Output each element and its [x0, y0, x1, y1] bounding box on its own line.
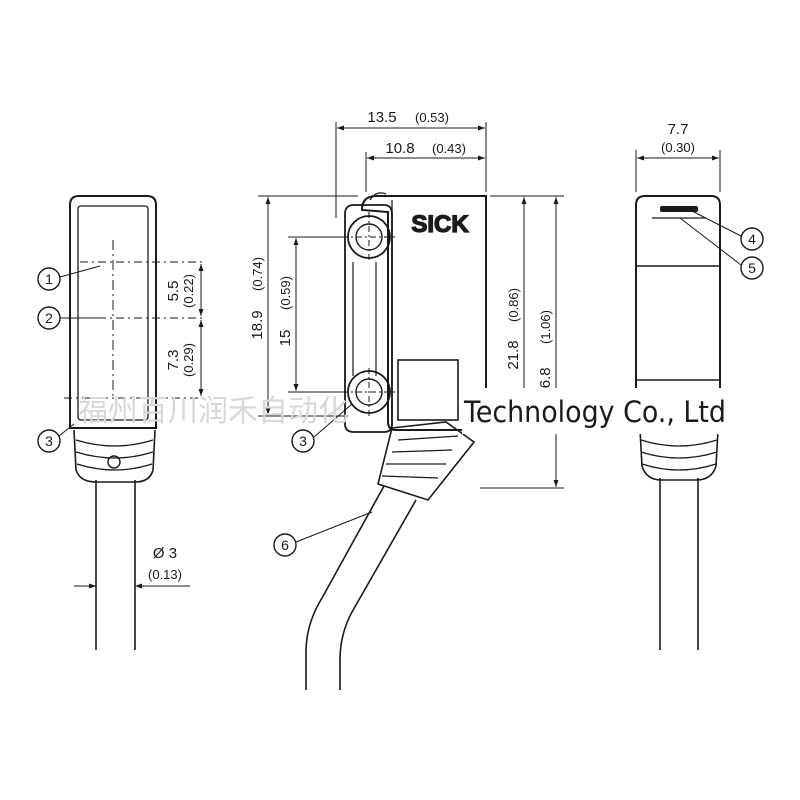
front-relief-ring [76, 463, 153, 471]
callout-3-side-label: 3 [299, 433, 307, 449]
watermark-cn: 福州百川润禾自动化 [78, 394, 348, 429]
front-relief-ring [75, 439, 154, 447]
callout-2-label: 2 [45, 310, 53, 326]
dim-13-5-inch: (0.53) [415, 110, 449, 125]
dim-cable-value: Ø 3 [153, 545, 177, 562]
end-relief-ring [640, 451, 718, 459]
side-view: SICK 13.5 (0.53) 10.8 (0.43) 18.9 (0.74)… [249, 109, 564, 690]
callout-4 [740, 227, 764, 251]
side-strain-relief [377, 421, 476, 501]
end-housing [635, 195, 721, 429]
side-mounting-flange [344, 204, 393, 433]
front-view: 5.5 (0.22) 7.3 (0.29) Ø 3 (0.13) 1 2 3 [37, 195, 205, 650]
front-housing [69, 195, 157, 429]
callout-6-leader [295, 511, 373, 543]
dim-10-8-value: 10.8 [385, 140, 414, 157]
end-view: 7.7 (0.30) 4 5 [635, 121, 764, 650]
watermark-en: Technology Co., Ltd [463, 395, 726, 429]
dim-18-9-inch: (0.74) [250, 257, 265, 291]
end-strain-relief [639, 429, 719, 481]
end-relief-ring [641, 463, 717, 471]
dim-21-8-value: 21.8 [505, 340, 522, 369]
callout-3-side [291, 429, 315, 453]
callout-5 [740, 256, 764, 280]
dim-7-3-value: 7.3 [165, 350, 182, 371]
callout-3-leader [58, 423, 75, 437]
dim-21-8-inch: (0.86) [506, 288, 521, 322]
dim-18-9-value: 18.9 [249, 310, 266, 339]
callout-6 [273, 533, 297, 557]
callout-3-label: 3 [45, 433, 53, 449]
callout-1 [37, 267, 61, 291]
dim-15-value: 15 [277, 330, 294, 347]
dim-cable-inch: (0.13) [148, 567, 182, 582]
callout-1-label: 1 [45, 271, 53, 287]
side-relief-ring [397, 435, 459, 441]
dim-7-7-inch: (0.30) [661, 140, 695, 155]
dim-7-7-value: 7.7 [668, 121, 689, 138]
dim-5-5-inch: (0.22) [181, 274, 196, 308]
optics-slot-icon [660, 206, 698, 212]
dim-10-8-inch: (0.43) [432, 141, 466, 156]
callout-6-label: 6 [281, 537, 289, 553]
watermark-en-bg [462, 388, 724, 434]
dim-26-8-inch: (1.06) [538, 310, 553, 344]
watermark: 福州百川润禾自动化 Technology Co., Ltd [78, 388, 726, 434]
sick-logo: SICK [411, 211, 469, 238]
callout-5-leader [679, 217, 742, 266]
callout-4-label: 4 [748, 231, 756, 247]
callout-3 [37, 429, 61, 453]
side-cable-lower-edge [339, 499, 417, 690]
side-top-notch [369, 192, 387, 201]
dim-5-5-value: 5.5 [165, 281, 182, 302]
front-strain-relief [73, 429, 156, 483]
callout-1-leader [59, 265, 101, 278]
front-housing-inner [77, 205, 149, 421]
front-screw-icon [107, 455, 121, 469]
side-cable-upper-edge [305, 485, 385, 690]
dim-7-3-inch: (0.29) [181, 343, 196, 377]
indicator-window [397, 359, 459, 421]
callout-4-leader [689, 209, 742, 237]
end-relief-ring [640, 439, 718, 447]
front-relief-ring [75, 451, 154, 459]
dim-13-5-value: 13.5 [367, 109, 396, 126]
callout-3-side-leader [313, 403, 353, 438]
side-relief-ring [391, 449, 453, 453]
side-relief-ring [381, 475, 439, 479]
dim-15-inch: (0.59) [278, 276, 293, 310]
callout-5-label: 5 [748, 260, 756, 276]
